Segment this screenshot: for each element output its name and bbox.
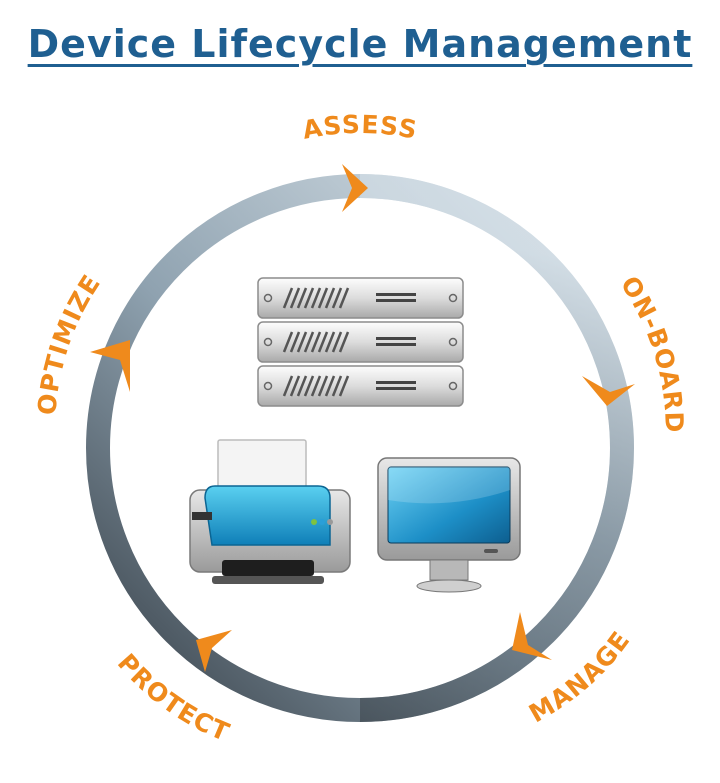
monitor-icon [377, 457, 521, 593]
server-unit [257, 365, 464, 407]
stage-assess-text: ASSESS [300, 110, 419, 145]
printer-icon [189, 439, 351, 584]
stage-label-assess: ASSESS [300, 110, 420, 145]
manage-arrow-icon [512, 612, 552, 660]
cycle-ring [86, 174, 634, 722]
optimize-arrow-icon [90, 340, 130, 392]
assess-arrow-icon [342, 164, 368, 212]
server-unit [257, 321, 464, 363]
protect-arrow-icon [196, 630, 232, 672]
onboard-arrow-icon [582, 376, 635, 406]
server-rack-icon [257, 277, 464, 407]
page-title: Device Lifecycle Management [27, 22, 693, 66]
server-unit [257, 277, 464, 319]
